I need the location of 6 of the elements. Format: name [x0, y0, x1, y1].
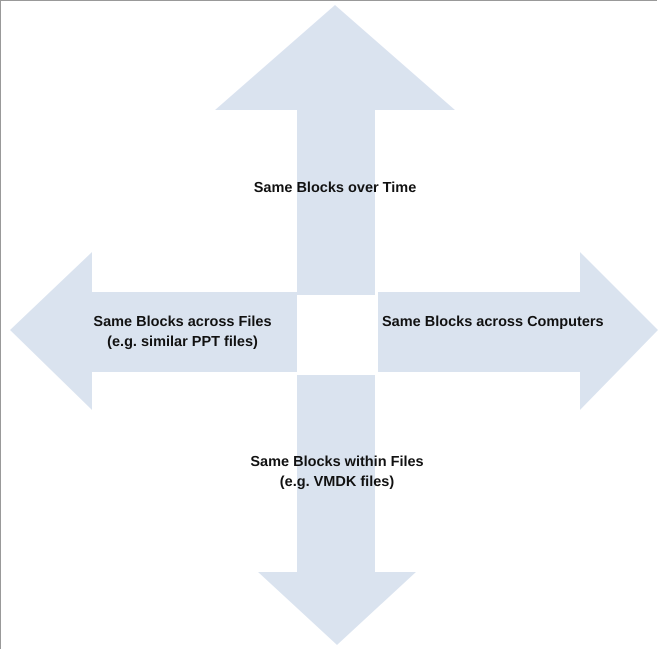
example-text: (e.g. similar PPT files): [106, 333, 259, 352]
example-text: (e.g. VMDK files): [278, 473, 396, 492]
arrow-heading: Same Blocks across Computers: [382, 313, 605, 332]
arrow-heading: Same Blocks within Files: [249, 453, 425, 472]
arrow-heading: Same Blocks over Time: [252, 179, 418, 198]
arrow-heading: Same Blocks across Files: [92, 313, 273, 332]
